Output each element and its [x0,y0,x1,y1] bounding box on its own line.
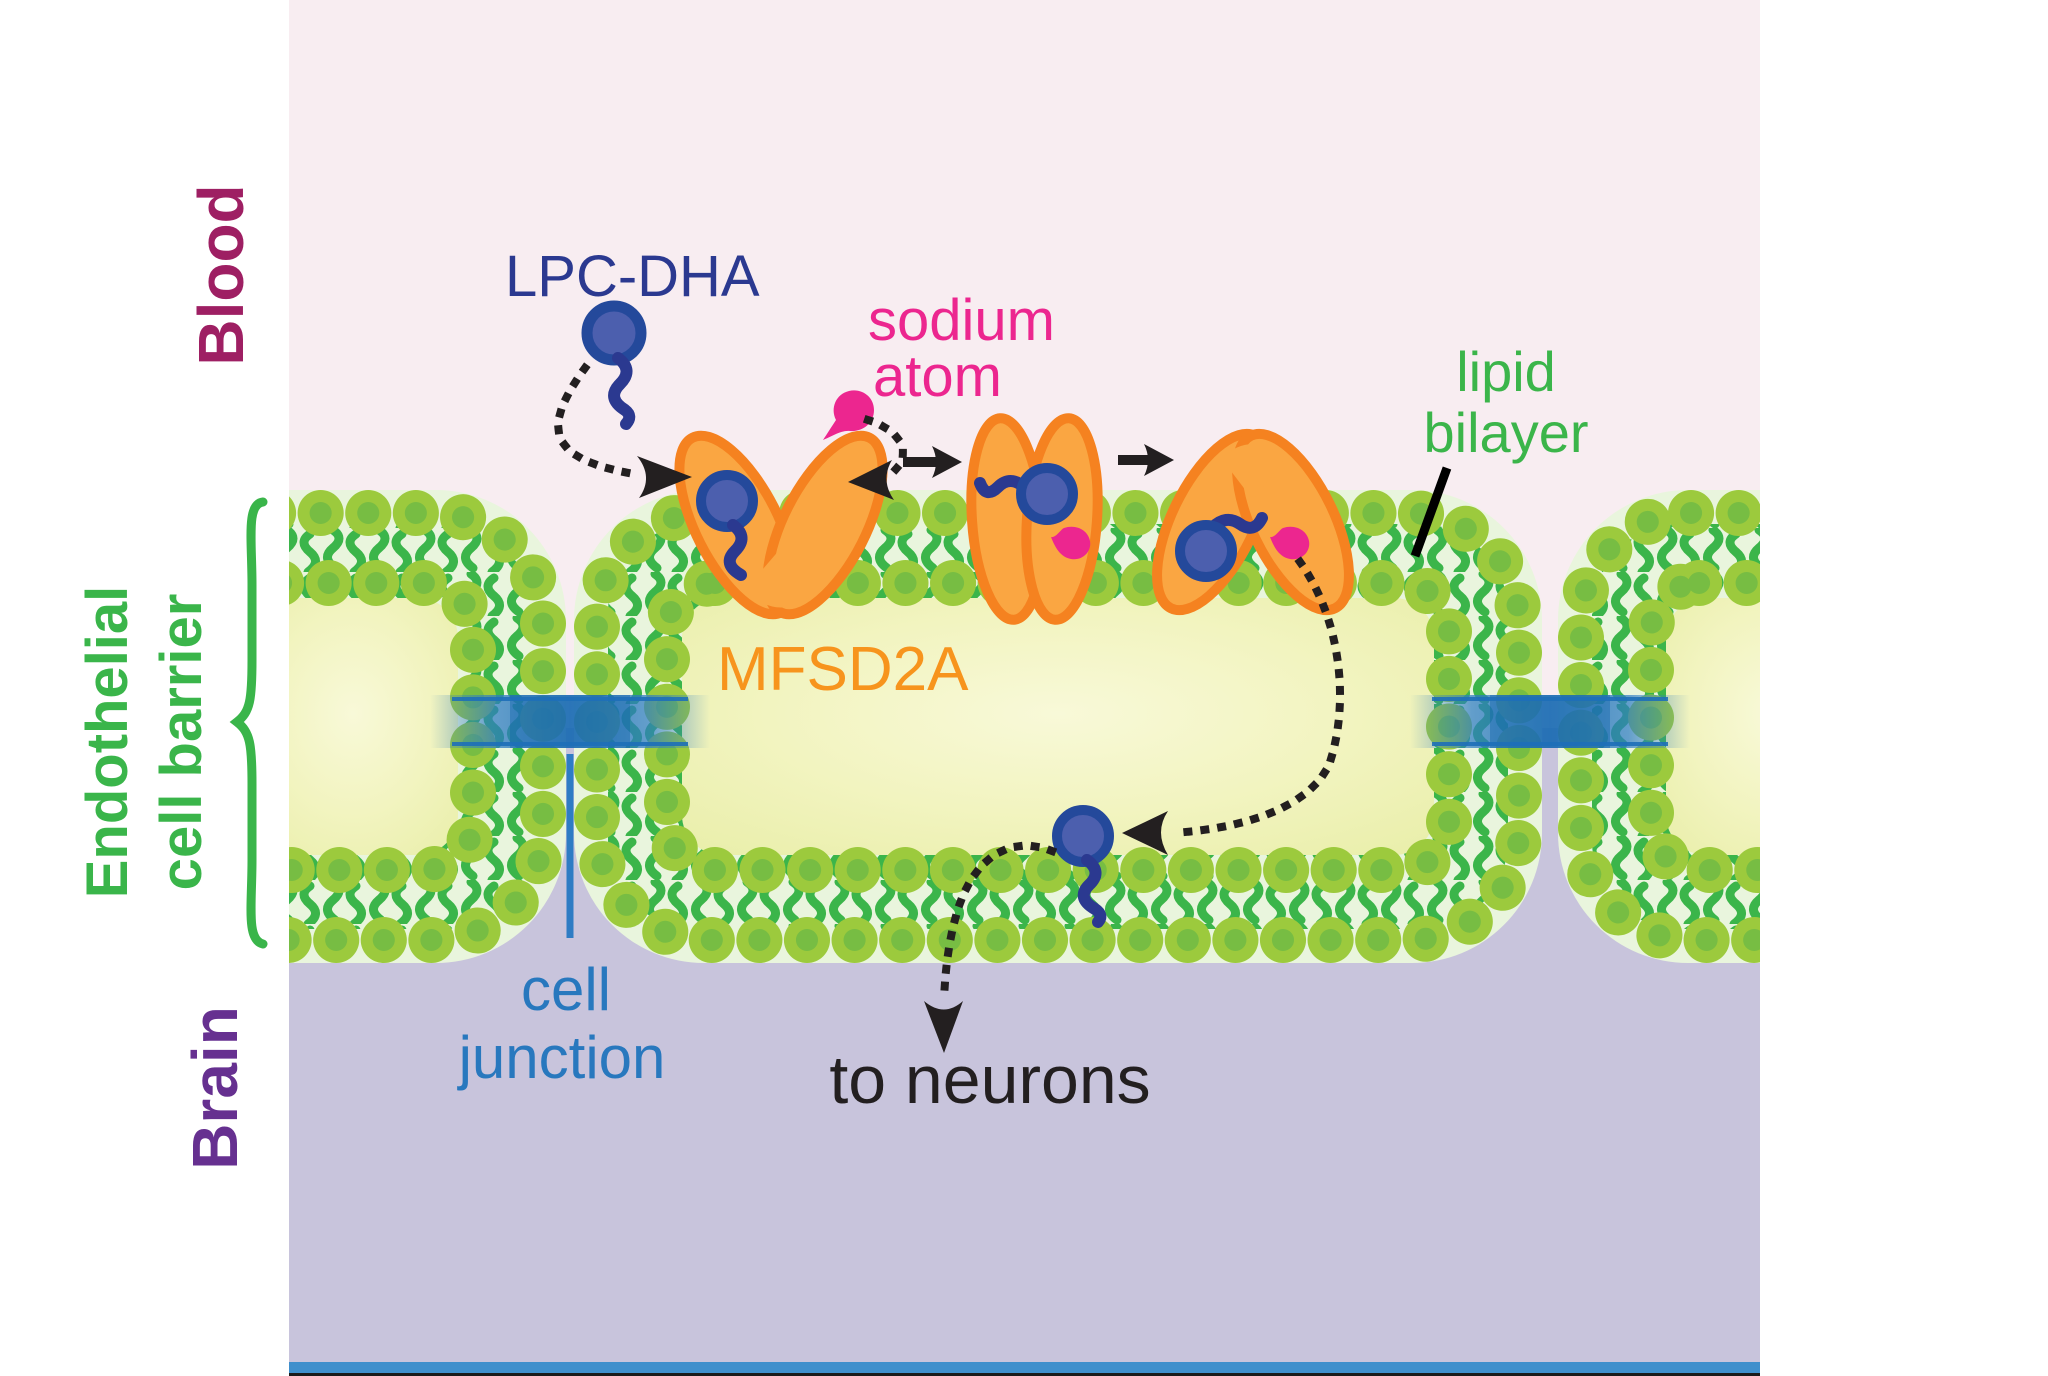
label-endothelial-line2: cell barrier [149,594,214,891]
label-cell: cell [521,956,611,1023]
lpc-dha-in-transporter-1 [696,470,758,581]
sodium-ion-in-transporter-2 [1051,526,1091,560]
label-lpc-dha: LPC-DHA [505,244,760,309]
mfsd2a-state-closed [966,413,1103,625]
mfsd2a-state-open-down [1152,428,1354,616]
state-arrow-1 [903,446,962,478]
endothelial-brace [229,497,268,949]
label-junction: junction [457,1024,666,1091]
bottom-strip [289,1362,1760,1373]
label-bilayer: bilayer [1424,401,1589,464]
lpc-dha-in-transporter-2 [974,463,1091,560]
label-blood: Blood [185,184,257,365]
lpc-dha-molecule-free [581,300,647,430]
arrowhead-sodium [848,460,894,500]
sodium-ion-free [823,390,874,440]
lpc-dha-molecule-in-cell [1052,805,1114,928]
bottom-strip-edge [289,1373,1760,1376]
sodium-ion-in-transporter-3 [1270,526,1310,560]
arrow-sodium-to-transporter [862,414,907,482]
arrow-molecule-to-neurons [939,842,1058,1005]
arrowhead-into-transporter [637,456,692,498]
arrowhead-to-neurons [924,1001,963,1053]
label-mfsd2a: MFSD2A [717,635,969,704]
arrow-lpcdha-to-transporter [554,362,645,480]
arrowhead-to-molecule [1122,811,1168,855]
label-lipid: lipid [1456,340,1556,403]
cell-junction-band-right [1410,695,1690,748]
cell-junction-band-left [430,695,710,748]
lpc-dha-in-transporter-3 [1175,512,1310,582]
label-endothelial-line1: Endothelial [75,586,140,899]
label-atom: atom [873,344,1002,409]
state-arrow-2 [1118,444,1174,476]
arrow-transporter-to-cytoplasm [1167,556,1344,838]
lipid-bilayer-pointer-line [1410,466,1452,558]
label-brain: Brain [179,1006,251,1170]
label-sodium: sodium [868,288,1055,353]
label-to-neurons: to neurons [829,1042,1150,1118]
